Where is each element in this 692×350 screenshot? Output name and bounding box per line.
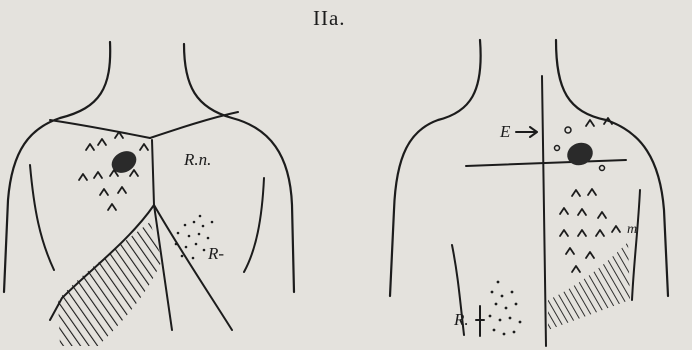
back-torso-figure xyxy=(390,40,668,346)
back-hatched-area xyxy=(548,242,630,330)
front-torso-figure xyxy=(4,42,294,346)
back-chevron-marks xyxy=(560,118,620,272)
back-dark-lesion xyxy=(564,139,596,169)
label-back-small: m xyxy=(627,222,637,238)
label-back-arrow: E xyxy=(500,122,510,142)
back-dotted-area xyxy=(489,281,522,336)
front-right-clavicle xyxy=(150,112,238,138)
front-left-arm-line xyxy=(30,165,54,270)
back-body-outline-left xyxy=(390,40,481,296)
front-chevron-marks xyxy=(79,132,148,210)
back-spine-line xyxy=(542,76,546,346)
front-hatched-area xyxy=(58,222,162,346)
label-front-lower: R- xyxy=(208,244,224,264)
label-front-upper: R.n. xyxy=(184,150,211,170)
front-sternum-line xyxy=(152,140,154,205)
back-r-bracket xyxy=(476,306,484,336)
front-costal-margin-right xyxy=(154,205,232,330)
front-right-arm-line xyxy=(244,178,264,272)
label-back-bottom: R. xyxy=(454,310,469,330)
front-body-outline xyxy=(4,42,110,292)
back-right-arm-line xyxy=(632,190,640,300)
front-left-clavicle xyxy=(50,120,150,138)
